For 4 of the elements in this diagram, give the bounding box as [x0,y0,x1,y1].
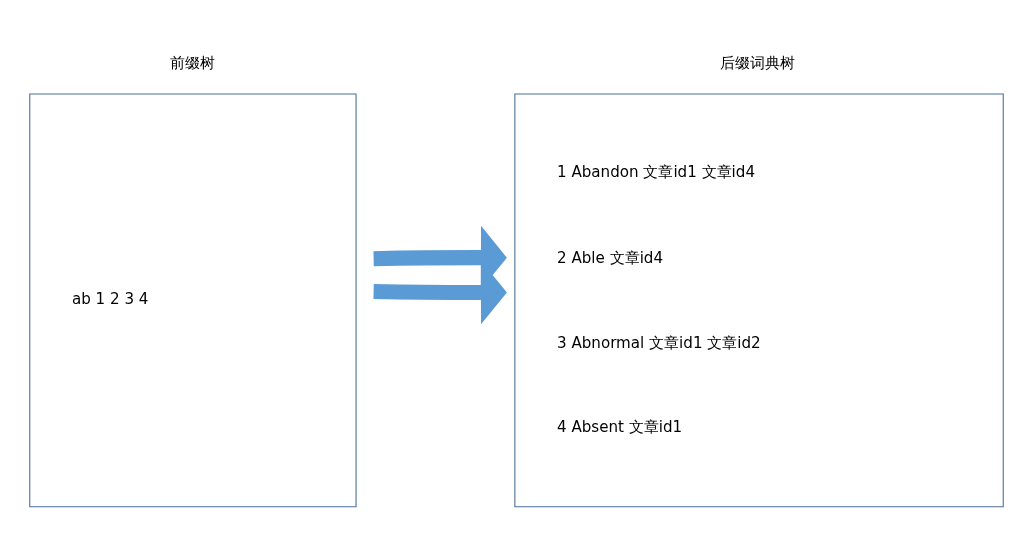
node-label: 前缀树 [169,53,215,72]
node-box: ab 1 2 3 4 [29,93,357,508]
node-label: 后缀词典树 [720,53,796,72]
node-box: 1 Abandon 文章id1 文章id4 2 Able 文章id4 3 Abnormal 文章id1 文章id2 4 Absent 文章id1 [514,93,1004,508]
